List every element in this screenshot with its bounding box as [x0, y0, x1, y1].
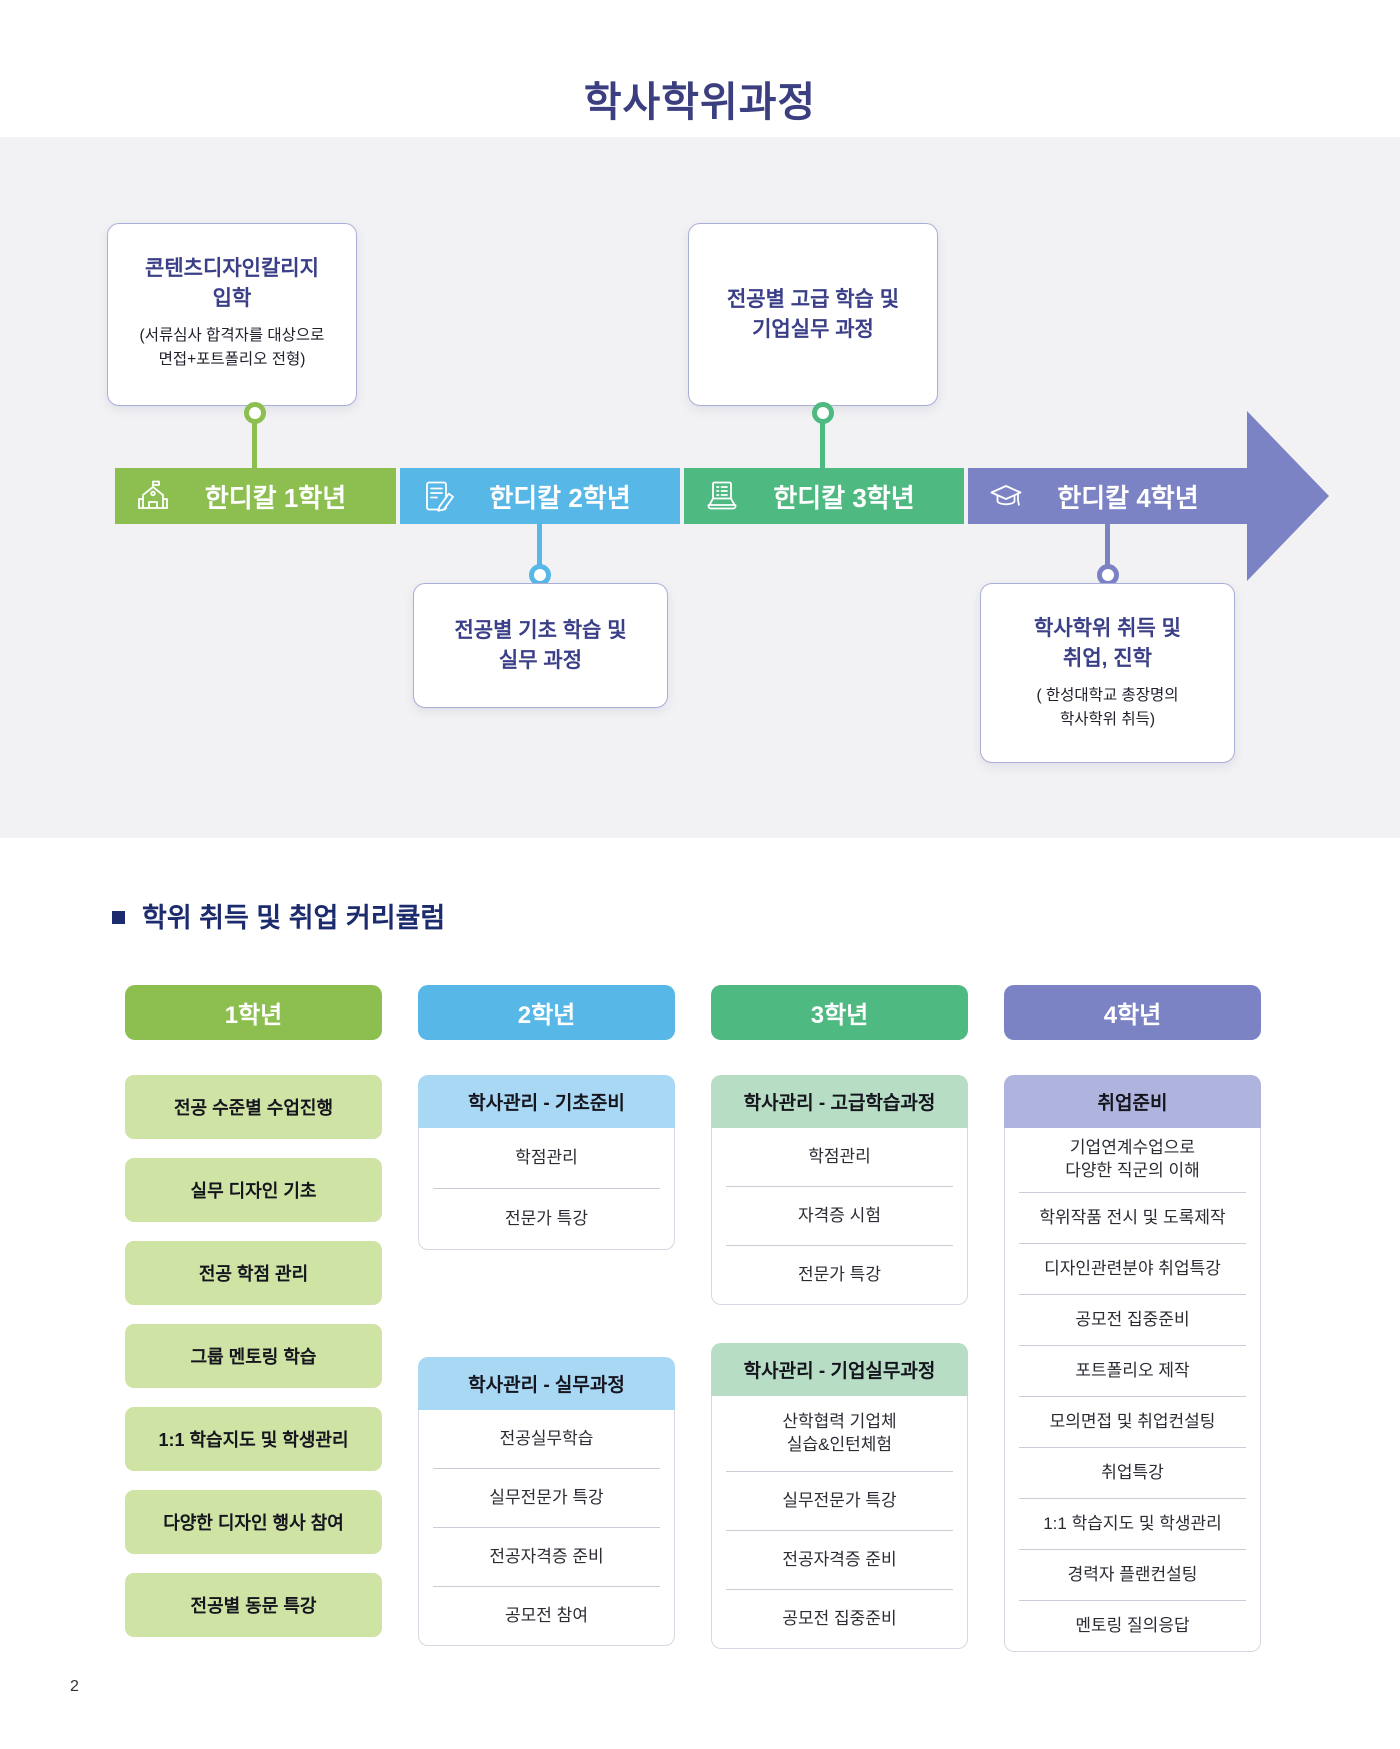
- curriculum-section: 학위 취득 및 취업 커리큘럼 1학년 2학년 3학년 4학년 전공 수준별 수…: [0, 838, 1400, 1749]
- timeline-segment-year4-label: 한디칼 4학년: [1057, 482, 1199, 513]
- curriculum-row: 학위작품 전시 및 도록제작: [1019, 1192, 1246, 1243]
- admission-card-title: 콘텐츠디자인칼리지 입학: [145, 257, 319, 310]
- timeline-segment-year3-label: 한디칼 3학년: [773, 482, 915, 513]
- curriculum-row: 전공실무학습: [499, 1428, 594, 1448]
- curriculum-row: 학점관리: [515, 1147, 578, 1167]
- year2-column-header: 2학년: [418, 985, 675, 1040]
- year2-basic-prep-card: 학사관리 - 기초준비 학점관리 전문가 특강: [418, 1075, 675, 1250]
- year3-column-header: 3학년: [711, 985, 968, 1040]
- year1-item: 전공별 동문 특강: [125, 1573, 382, 1637]
- year1-item: 실무 디자인 기초: [125, 1158, 382, 1222]
- year2-practical-course-card: 학사관리 - 실무과정 전공실무학습 실무전문가 특강 전공자격증 준비 공모전…: [418, 1357, 675, 1646]
- page-number: 2: [70, 1678, 79, 1695]
- curriculum-row: 공모전 집중준비: [1019, 1294, 1246, 1345]
- curriculum-row: 공모전 참여: [433, 1586, 660, 1645]
- year1-item: 다양한 디자인 행사 참여: [125, 1490, 382, 1554]
- admission-card: 콘텐츠디자인칼리지 입학 (서류심사 합격자를 대상으로 면접+포트폴리오 전형…: [107, 223, 357, 406]
- timeline-segment-year2: 한디칼 2학년: [400, 468, 680, 524]
- year4-employment-prep-card-title: 취업준비: [1004, 1075, 1261, 1128]
- connector-line-year3: [820, 413, 825, 471]
- basic-course-card-title: 전공별 기초 학습 및 실무 과정: [454, 618, 627, 672]
- document-pencil-icon: [420, 478, 456, 514]
- year4-column-header: 4학년: [1004, 985, 1261, 1040]
- curriculum-row: 모의면접 및 취업컨설팅: [1019, 1396, 1246, 1447]
- year2-basic-prep-card-title: 학사관리 - 기초준비: [418, 1075, 675, 1128]
- connector-dot-year1: [244, 402, 266, 424]
- timeline-segment-year3: 한디칼 3학년: [684, 468, 964, 524]
- curriculum-row: 기업연계수업으로 다양한 직군의 이해: [1065, 1138, 1200, 1180]
- advanced-course-card-title: 전공별 고급 학습 및 기업실무 과정: [726, 287, 900, 341]
- degree-attainment-card-title: 학사학위 취득 및 취업, 진학: [1034, 617, 1181, 670]
- year3-industry-course-card: 학사관리 - 기업실무과정 산학협력 기업체 실습&인턴체험 실무전문가 특강 …: [711, 1343, 968, 1649]
- curriculum-row: 전공자격증 준비: [433, 1527, 660, 1586]
- curriculum-section-title: 학위 취득 및 취업 커리큘럼: [112, 896, 445, 935]
- year2-practical-course-card-title: 학사관리 - 실무과정: [418, 1357, 675, 1410]
- year4-employment-prep-card: 취업준비 기업연계수업으로 다양한 직군의 이해 학위작품 전시 및 도록제작 …: [1004, 1075, 1261, 1652]
- year3-advanced-course-card-title: 학사관리 - 고급학습과정: [711, 1075, 968, 1128]
- laptop-checklist-icon: [704, 478, 740, 514]
- curriculum-section-title-text: 학위 취득 및 취업 커리큘럼: [142, 903, 446, 933]
- timeline-segment-year1: 한디칼 1학년: [115, 468, 396, 524]
- curriculum-row: 실무전문가 특강: [433, 1468, 660, 1527]
- timeline-arrow-icon: [1247, 411, 1329, 581]
- timeline-segment-year2-label: 한디칼 2학년: [489, 482, 631, 513]
- graduation-cap-icon: [988, 478, 1024, 514]
- curriculum-row: 전문가 특강: [433, 1188, 660, 1249]
- curriculum-row: 1:1 학습지도 및 학생관리: [1019, 1498, 1246, 1549]
- curriculum-row: 실무전문가 특강: [726, 1471, 953, 1530]
- year1-item: 전공 학점 관리: [125, 1241, 382, 1305]
- connector-line-year1: [252, 413, 257, 471]
- timeline-segment-year4: 한디칼 4학년: [968, 468, 1248, 524]
- connector-line-year2: [537, 519, 542, 575]
- curriculum-row: 디자인관련분야 취업특강: [1019, 1243, 1246, 1294]
- year1-item: 그룹 멘토링 학습: [125, 1324, 382, 1388]
- curriculum-row: 전공자격증 준비: [726, 1530, 953, 1589]
- curriculum-row: 산학협력 기업체 실습&인턴체험: [782, 1411, 897, 1454]
- curriculum-row: 취업특강: [1019, 1447, 1246, 1498]
- curriculum-row: 멘토링 질의응답: [1019, 1600, 1246, 1651]
- degree-timeline-diagram: 콘텐츠디자인칼리지 입학 (서류심사 합격자를 대상으로 면접+포트폴리오 전형…: [0, 137, 1400, 838]
- degree-attainment-card-subtitle: ( 한성대학교 총장명의 학사학위 취득): [1036, 686, 1179, 728]
- curriculum-row: 공모전 집중준비: [726, 1589, 953, 1648]
- admission-card-subtitle: (서류심사 합격자를 대상으로 면접+포트폴리오 전형): [139, 326, 325, 368]
- connector-line-year4: [1105, 519, 1110, 575]
- timeline-segment-year1-label: 한디칼 1학년: [204, 482, 347, 513]
- year3-industry-course-card-title: 학사관리 - 기업실무과정: [711, 1343, 968, 1396]
- bullet-square-icon: [112, 910, 125, 924]
- year1-item: 전공 수준별 수업진행: [125, 1075, 382, 1139]
- curriculum-row: 학점관리: [808, 1146, 871, 1166]
- curriculum-row: 포트폴리오 제작: [1019, 1345, 1246, 1396]
- year3-advanced-course-card: 학사관리 - 고급학습과정 학점관리 자격증 시험 전문가 특강: [711, 1075, 968, 1305]
- page-title: 학사학위과정: [583, 79, 817, 125]
- curriculum-row: 자격증 시험: [726, 1186, 953, 1245]
- school-icon: [135, 478, 171, 514]
- curriculum-row: 경력자 플랜컨설팅: [1019, 1549, 1246, 1600]
- basic-course-card: 전공별 기초 학습 및 실무 과정: [413, 583, 668, 708]
- curriculum-row: 전문가 특강: [726, 1245, 953, 1304]
- advanced-course-card: 전공별 고급 학습 및 기업실무 과정: [688, 223, 938, 406]
- year1-column-header: 1학년: [125, 985, 382, 1040]
- connector-dot-year3: [812, 402, 834, 424]
- year1-item: 1:1 학습지도 및 학생관리: [125, 1407, 382, 1471]
- degree-attainment-card: 학사학위 취득 및 취업, 진학 ( 한성대학교 총장명의 학사학위 취득): [980, 583, 1235, 763]
